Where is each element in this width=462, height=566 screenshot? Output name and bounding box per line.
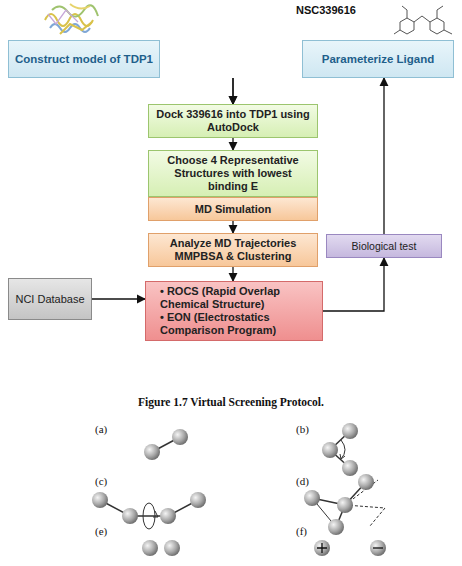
panel-label: (b) — [296, 423, 309, 435]
process-box: • ROCS (Rapid Overlap Chemical Structure… — [145, 281, 323, 341]
flow-arrow — [232, 267, 233, 281]
node-text: Biological test — [352, 240, 417, 253]
bond-stretch — [144, 429, 188, 460]
node-text: Construct model of TDP1 — [15, 53, 153, 66]
process-box: Parameterize Ligand — [302, 40, 454, 78]
molecule-illustration — [394, 6, 452, 34]
flow-arrow — [232, 221, 233, 233]
node-text: • ROCS (Rapid Overlap Chemical Structure… — [160, 285, 316, 311]
van-der-waals — [142, 540, 180, 556]
node-text: MD Simulation — [195, 203, 271, 216]
process-box: MD Simulation — [148, 197, 318, 221]
panel-label: (f) — [296, 525, 307, 537]
node-text: • EON (Electrostatics Comparison Program… — [160, 311, 316, 337]
flow-arrow — [92, 298, 145, 299]
process-box: Construct model of TDP1 — [8, 40, 160, 78]
protein-illustration — [45, 4, 98, 34]
node-text: Dock 339616 into TDP1 using AutoDock — [155, 108, 311, 134]
panel-label: (a) — [95, 423, 107, 435]
flow-arrow — [232, 138, 233, 150]
flow-arrow — [232, 78, 233, 104]
electrostatic — [314, 540, 386, 556]
process-box: Analyze MD Trajectories MMPBSA & Cluster… — [148, 233, 318, 267]
panel-label: (e) — [95, 525, 107, 537]
flow-arrow — [323, 258, 384, 311]
node-text: Choose 4 Representative Structures with … — [155, 154, 311, 193]
process-box: Biological test — [326, 234, 442, 258]
improper-torsion — [304, 474, 385, 535]
process-box: Choose 4 Representative Structures with … — [148, 150, 318, 197]
node-text: Parameterize Ligand — [322, 53, 434, 66]
database-box: NCI Database — [8, 278, 92, 320]
panel-label: (d) — [296, 475, 309, 487]
flow-arrow — [383, 78, 384, 234]
process-box: Dock 339616 into TDP1 using AutoDock — [148, 104, 318, 138]
dihedral-torsion — [92, 492, 206, 529]
compound-name: NSC339616 — [296, 4, 356, 16]
flow-arrow — [232, 78, 233, 104]
node-text: Analyze MD Trajectories MMPBSA & Cluster… — [155, 237, 311, 263]
figure-caption: Figure 1.7 Virtual Screening Protocol. — [0, 396, 462, 408]
angle-bend — [322, 423, 358, 476]
node-text: NCI Database — [15, 293, 84, 306]
panel-label: (c) — [95, 475, 107, 487]
